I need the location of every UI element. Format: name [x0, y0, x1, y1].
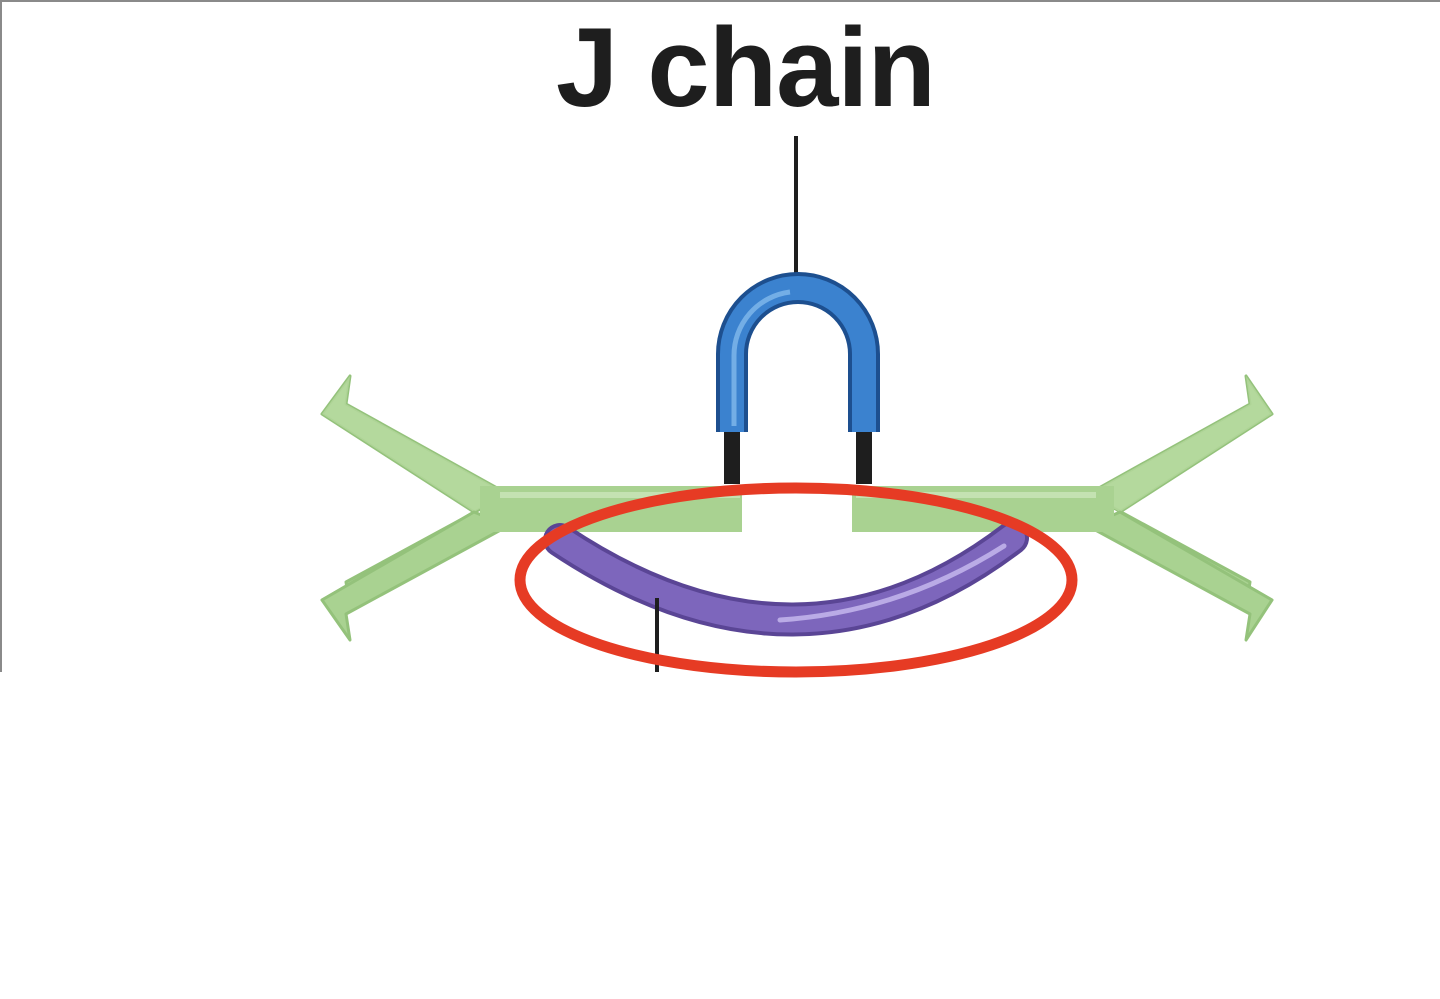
figure-frame — [0, 0, 1440, 672]
j-chain-left-link — [724, 424, 740, 484]
highlight-ellipse — [514, 482, 1078, 678]
j-chain-right-link — [856, 424, 872, 484]
j-chain-label: J chain — [556, 5, 936, 130]
